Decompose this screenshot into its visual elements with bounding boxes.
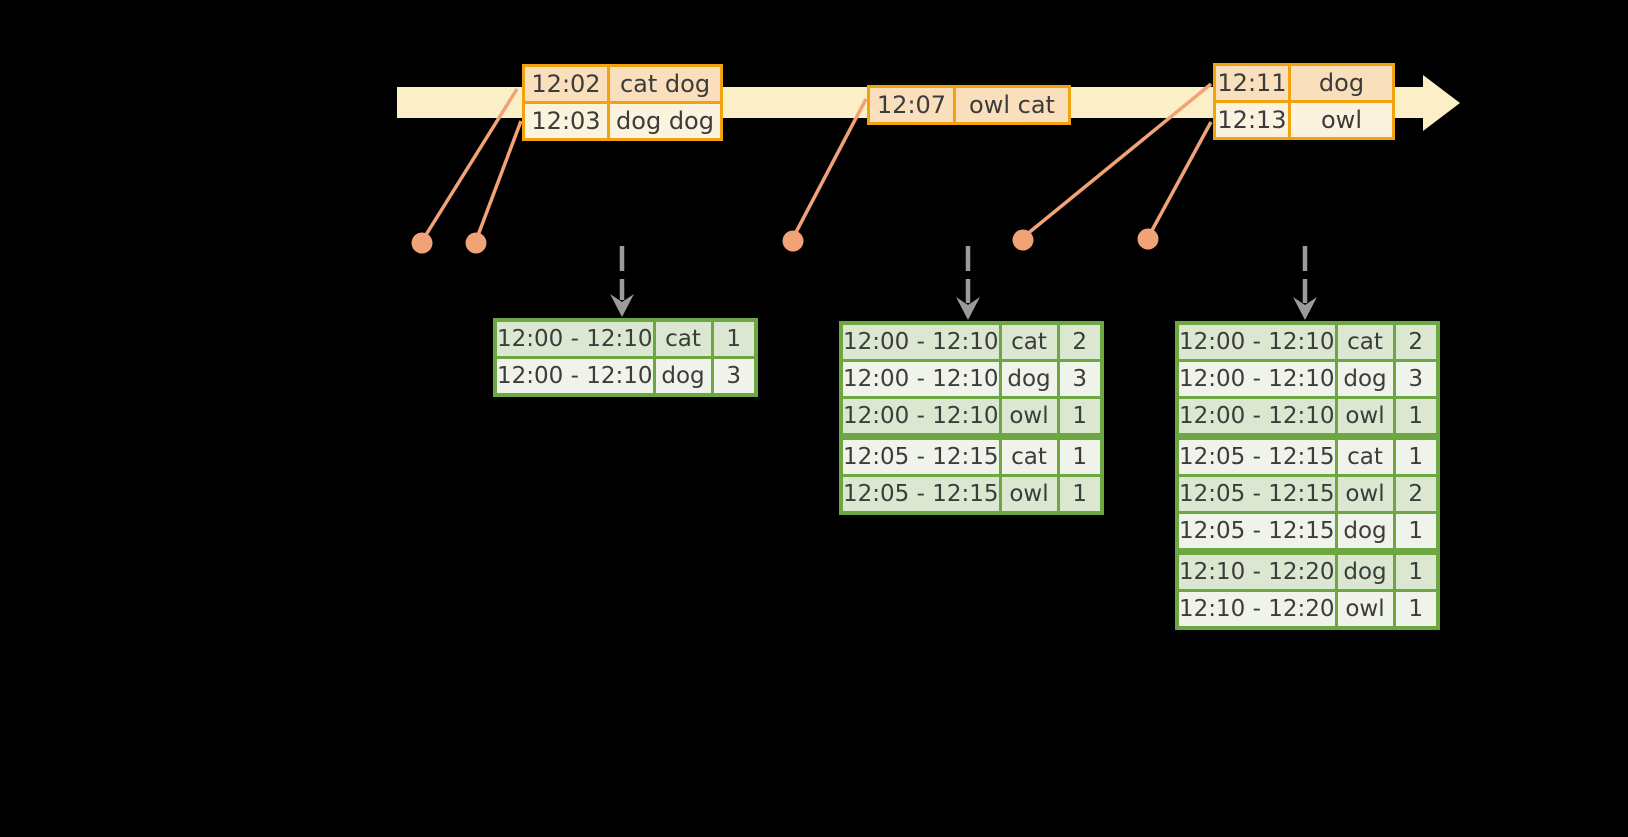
window-cell: 12:10 - 12:20	[1175, 548, 1338, 592]
window-cell: 12:00 - 12:10	[1175, 321, 1338, 362]
count-cell: 1	[710, 318, 758, 359]
event-connector-line	[475, 120, 523, 239]
count-cell: 3	[1392, 359, 1440, 399]
event-connector-line	[1024, 82, 1213, 237]
words-cell: dog	[1288, 63, 1395, 103]
word-cell: owl	[1334, 396, 1396, 438]
words-cell: cat dog	[607, 64, 723, 104]
window-cell: 12:10 - 12:20	[1175, 589, 1338, 630]
window-cell: 12:00 - 12:10	[839, 396, 1002, 438]
count-cell: 1	[1392, 396, 1440, 438]
event-dot	[465, 232, 487, 254]
trigger-arrowhead-icon	[956, 297, 980, 320]
word-cell: cat	[1334, 321, 1396, 362]
event-dot	[1137, 228, 1159, 250]
word-cell: cat	[1334, 433, 1396, 477]
window-cell: 12:00 - 12:10	[839, 359, 1002, 399]
count-cell: 1	[1392, 433, 1440, 477]
count-cell: 1	[1056, 396, 1104, 438]
count-cell: 1	[1392, 511, 1440, 553]
window-cell: 12:00 - 12:10	[1175, 396, 1338, 438]
timeline-arrowhead-icon	[1423, 75, 1460, 131]
word-cell: cat	[998, 321, 1060, 362]
trigger-arrows	[610, 246, 1317, 320]
window-cell: 12:00 - 12:10	[493, 318, 656, 359]
time-cell: 12:03	[522, 101, 610, 141]
window-cell: 12:05 - 12:15	[1175, 433, 1338, 477]
event-dot	[1012, 229, 1034, 251]
window-cell: 12:05 - 12:15	[1175, 474, 1338, 514]
words-cell: owl cat	[953, 85, 1071, 125]
trigger-arrowhead-icon	[610, 294, 634, 317]
count-cell: 1	[1056, 433, 1104, 477]
word-cell: cat	[652, 318, 714, 359]
event-dot	[782, 230, 804, 252]
event-dots	[411, 228, 1159, 254]
word-cell: dog	[1334, 511, 1396, 553]
count-cell: 2	[1392, 321, 1440, 362]
event-connector-line	[1148, 121, 1213, 235]
time-cell: 12:11	[1213, 63, 1291, 103]
window-cell: 12:00 - 12:10	[493, 356, 656, 397]
window-cell: 12:05 - 12:15	[1175, 511, 1338, 553]
count-cell: 3	[710, 356, 758, 397]
window-cell: 12:00 - 12:10	[1175, 359, 1338, 399]
count-cell: 1	[1392, 548, 1440, 592]
words-cell: dog dog	[607, 101, 723, 141]
words-cell: owl	[1288, 100, 1395, 140]
word-cell: owl	[1334, 474, 1396, 514]
event-connector-line	[792, 98, 868, 237]
trigger-arrowhead-icon	[1293, 297, 1317, 320]
count-cell: 1	[1392, 589, 1440, 630]
word-cell: dog	[998, 359, 1060, 399]
time-cell: 12:02	[522, 64, 610, 104]
word-cell: owl	[998, 474, 1060, 515]
window-cell: 12:00 - 12:10	[839, 321, 1002, 362]
event-connector-lines	[422, 82, 1213, 239]
word-cell: owl	[1334, 589, 1396, 630]
word-cell: owl	[998, 396, 1060, 438]
time-cell: 12:07	[867, 85, 956, 125]
count-cell: 1	[1056, 474, 1104, 515]
word-cell: dog	[652, 356, 714, 397]
window-cell: 12:05 - 12:15	[839, 474, 1002, 515]
count-cell: 2	[1056, 321, 1104, 362]
event-connector-line	[422, 88, 519, 239]
word-cell: dog	[1334, 359, 1396, 399]
word-cell: dog	[1334, 548, 1396, 592]
time-cell: 12:13	[1213, 100, 1291, 140]
window-cell: 12:05 - 12:15	[839, 433, 1002, 477]
word-cell: cat	[998, 433, 1060, 477]
count-cell: 2	[1392, 474, 1440, 514]
event-dot	[411, 232, 433, 254]
count-cell: 3	[1056, 359, 1104, 399]
